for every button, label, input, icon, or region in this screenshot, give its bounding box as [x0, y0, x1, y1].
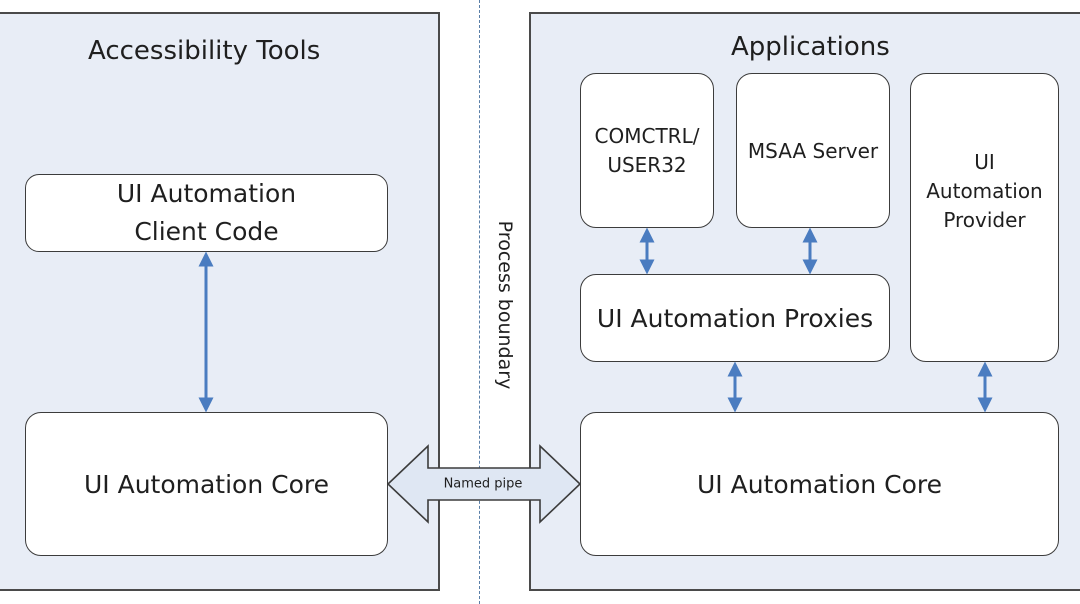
msaa-server-box: MSAA Server: [736, 73, 890, 228]
left-core-label: UI Automation Core: [83, 469, 330, 499]
comctrl-box: COMCTRL/ USER32: [580, 73, 714, 228]
named-pipe-label: Named pipe: [443, 476, 523, 492]
comctrl-label-line2: USER32: [607, 152, 687, 177]
msaa-server-label: MSAA Server: [747, 138, 879, 163]
process-boundary-line: [479, 0, 480, 604]
applications-title: Applications: [731, 32, 890, 62]
client-code-label-line2: Client Code: [134, 217, 279, 246]
proxies-box: UI Automation Proxies: [580, 274, 890, 362]
provider-box: UI Automation Provider: [910, 73, 1059, 362]
proxies-label: UI Automation Proxies: [596, 303, 874, 333]
right-core-label: UI Automation Core: [696, 469, 943, 499]
right-core-box: UI Automation Core: [580, 412, 1059, 556]
left-core-box: UI Automation Core: [25, 412, 388, 556]
process-boundary-label: Process boundary: [494, 220, 516, 390]
provider-label-line1: UI: [974, 150, 995, 174]
accessibility-tools-title: Accessibility Tools: [88, 36, 321, 66]
provider-label-line2: Automation: [926, 179, 1043, 203]
client-code-box: UI Automation Client Code: [25, 174, 388, 252]
client-code-label-line1: UI Automation: [116, 179, 297, 208]
comctrl-label-line1: COMCTRL/: [594, 123, 700, 148]
provider-label-line3: Provider: [943, 208, 1026, 232]
